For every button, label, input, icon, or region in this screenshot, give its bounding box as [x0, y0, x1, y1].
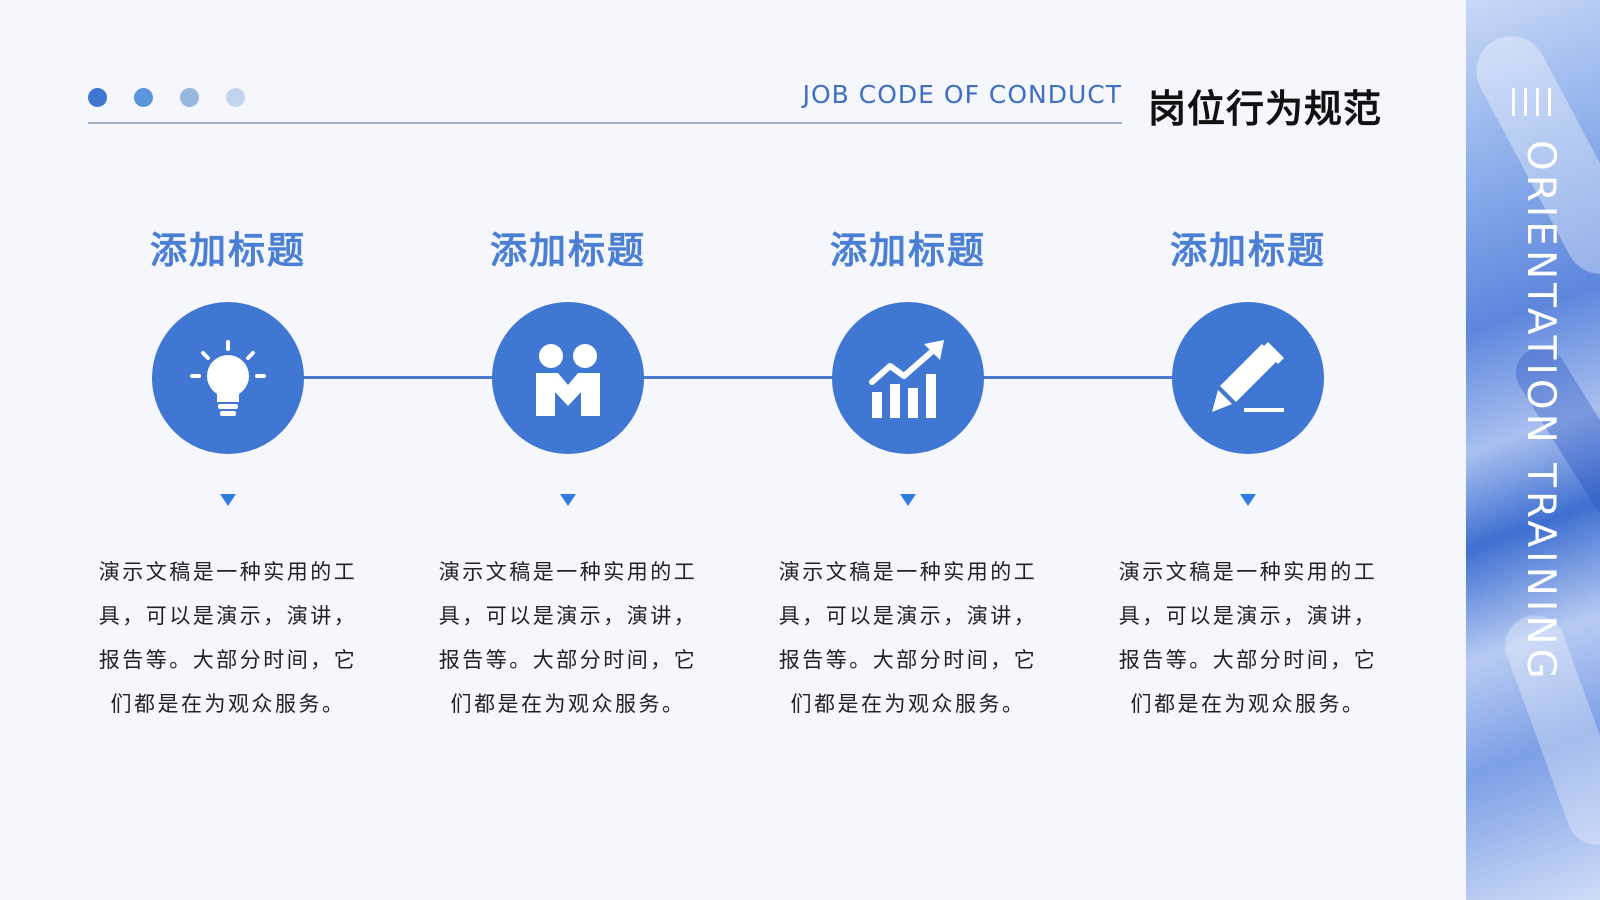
step-icon-circle: [1172, 302, 1324, 454]
page-title: 岗位行为规范: [1148, 86, 1383, 131]
step-title: 添加标题: [490, 228, 646, 272]
dot-2: [134, 88, 153, 107]
step-title: 添加标题: [830, 228, 986, 272]
step-icon-circle: [152, 302, 304, 454]
header-divider: [88, 122, 1122, 124]
subtitle-english: JOB CODE OF CONDUCT: [802, 80, 1122, 109]
step-description: 演示文稿是一种实用的工具，可以是演示，演讲，报告等。大部分时间，它们都是在为观众…: [778, 560, 1038, 716]
step-description: 演示文稿是一种实用的工具，可以是演示，演讲，报告等。大部分时间，它们都是在为观众…: [98, 560, 358, 716]
dot-3: [180, 88, 199, 107]
timeline-connector: [300, 376, 1180, 379]
dot-1: [88, 88, 107, 107]
down-pointer-icon: [1240, 494, 1256, 506]
growth-chart-icon: [869, 340, 944, 418]
step-icon-circle: [492, 302, 644, 454]
dot-4: [226, 88, 245, 107]
step-title: 添加标题: [150, 228, 306, 272]
decorative-dots: [88, 88, 245, 107]
down-pointer-icon: [220, 494, 236, 506]
step-icon-circle: [832, 302, 984, 454]
step-description: 演示文稿是一种实用的工具，可以是演示，演讲，报告等。大部分时间，它们都是在为观众…: [1118, 560, 1378, 716]
step-description: 演示文稿是一种实用的工具，可以是演示，演讲，报告等。大部分时间，它们都是在为观众…: [438, 560, 698, 716]
down-pointer-icon: [560, 494, 576, 506]
lightbulb-icon: [190, 340, 266, 416]
menu-lines-icon: [1512, 88, 1552, 116]
people-icon: [536, 344, 600, 416]
side-vertical-title: ORIENTATION TRAINING: [1518, 140, 1563, 683]
down-pointer-icon: [900, 494, 916, 506]
pencil-icon: [1212, 342, 1284, 412]
side-decorative-panel: [1466, 0, 1600, 900]
step-title: 添加标题: [1170, 228, 1326, 272]
